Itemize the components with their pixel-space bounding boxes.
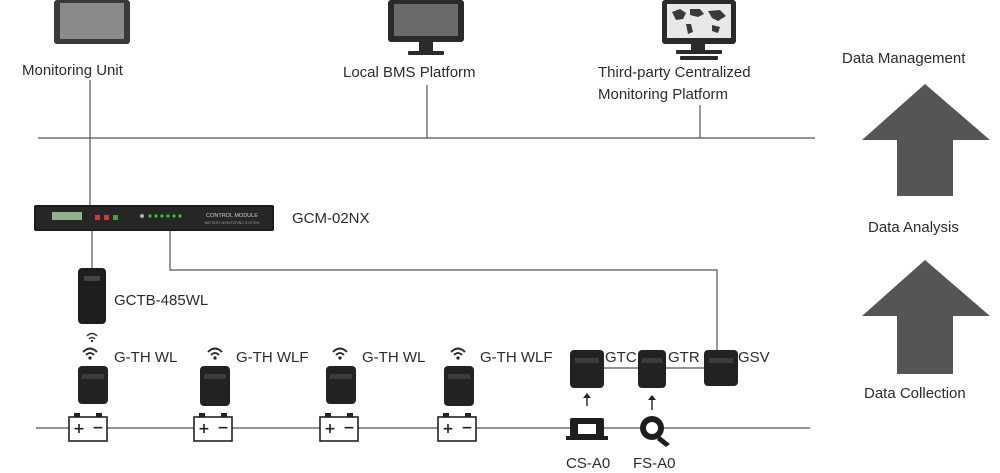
monitor-icon bbox=[388, 0, 464, 55]
control-module-device: CONTROL MODULE BATTERY MONITORING SYSTEM bbox=[34, 205, 274, 231]
third-party-label-line1: Third-party Centralized bbox=[598, 64, 751, 81]
sensor-label: G-TH WL bbox=[362, 349, 426, 366]
svg-text:−: − bbox=[92, 420, 104, 436]
wifi-icon bbox=[450, 347, 466, 360]
stage-collection-label: Data Collection bbox=[864, 385, 966, 402]
wifi-icon bbox=[207, 347, 223, 360]
gtc-label: GTC bbox=[605, 349, 637, 366]
svg-text:−: − bbox=[217, 420, 229, 436]
battery-icon: + − bbox=[193, 413, 233, 442]
sensor-device bbox=[444, 366, 474, 406]
monitoring-unit-device bbox=[54, 0, 130, 44]
battery-icon: + − bbox=[319, 413, 359, 442]
module-gsv-link bbox=[169, 230, 718, 350]
control-module-label: GCM-02NX bbox=[292, 210, 370, 227]
battery-icon: + − bbox=[437, 413, 477, 442]
gsv-label: GSV bbox=[738, 349, 770, 366]
battery-icon: + − bbox=[68, 413, 108, 442]
sensor-device bbox=[78, 366, 108, 404]
sensor-label: G-TH WLF bbox=[480, 349, 553, 366]
arrow-up-icon bbox=[862, 260, 990, 374]
svg-text:+: + bbox=[442, 421, 454, 437]
svg-text:−: − bbox=[343, 420, 355, 436]
svg-text:+: + bbox=[73, 421, 85, 437]
gtr-device bbox=[638, 350, 666, 388]
arrow-up-icon bbox=[862, 84, 990, 196]
cs-label: CS-A0 bbox=[566, 455, 611, 472]
clamp-sensor-device bbox=[640, 416, 670, 447]
fs-label: FS-A0 bbox=[633, 455, 676, 472]
arrow-up-icon bbox=[583, 393, 591, 406]
stage-analysis-label: Data Analysis bbox=[868, 219, 959, 236]
monitoring-unit-label: Monitoring Unit bbox=[22, 62, 123, 79]
sensor-device bbox=[326, 366, 356, 404]
third-party-label-line2: Monitoring Platform bbox=[598, 86, 729, 103]
control-module-face-label: CONTROL MODULE bbox=[206, 213, 258, 219]
wifi-icon bbox=[332, 347, 348, 360]
sensor-device bbox=[200, 366, 230, 406]
gsv-device bbox=[704, 350, 738, 386]
current-sensor-device bbox=[566, 418, 608, 440]
local-bms-label: Local BMS Platform bbox=[343, 64, 476, 81]
svg-text:+: + bbox=[324, 421, 336, 437]
gateway-label: GCTB-485WL bbox=[114, 292, 209, 309]
arrow-up-icon bbox=[648, 395, 656, 410]
svg-text:−: − bbox=[461, 420, 473, 436]
svg-text:+: + bbox=[198, 421, 210, 437]
gateway-device bbox=[78, 268, 106, 343]
sensor-label: G-TH WL bbox=[114, 349, 178, 366]
gtc-device bbox=[570, 350, 604, 388]
wifi-icon bbox=[82, 347, 98, 360]
control-module-face-sublabel: BATTERY MONITORING SYSTEM bbox=[205, 221, 260, 225]
sensor-label: G-TH WLF bbox=[236, 349, 309, 366]
stage-management-label: Data Management bbox=[842, 50, 966, 67]
world-map-monitor-icon bbox=[662, 0, 736, 60]
gtr-label: GTR bbox=[668, 349, 700, 366]
